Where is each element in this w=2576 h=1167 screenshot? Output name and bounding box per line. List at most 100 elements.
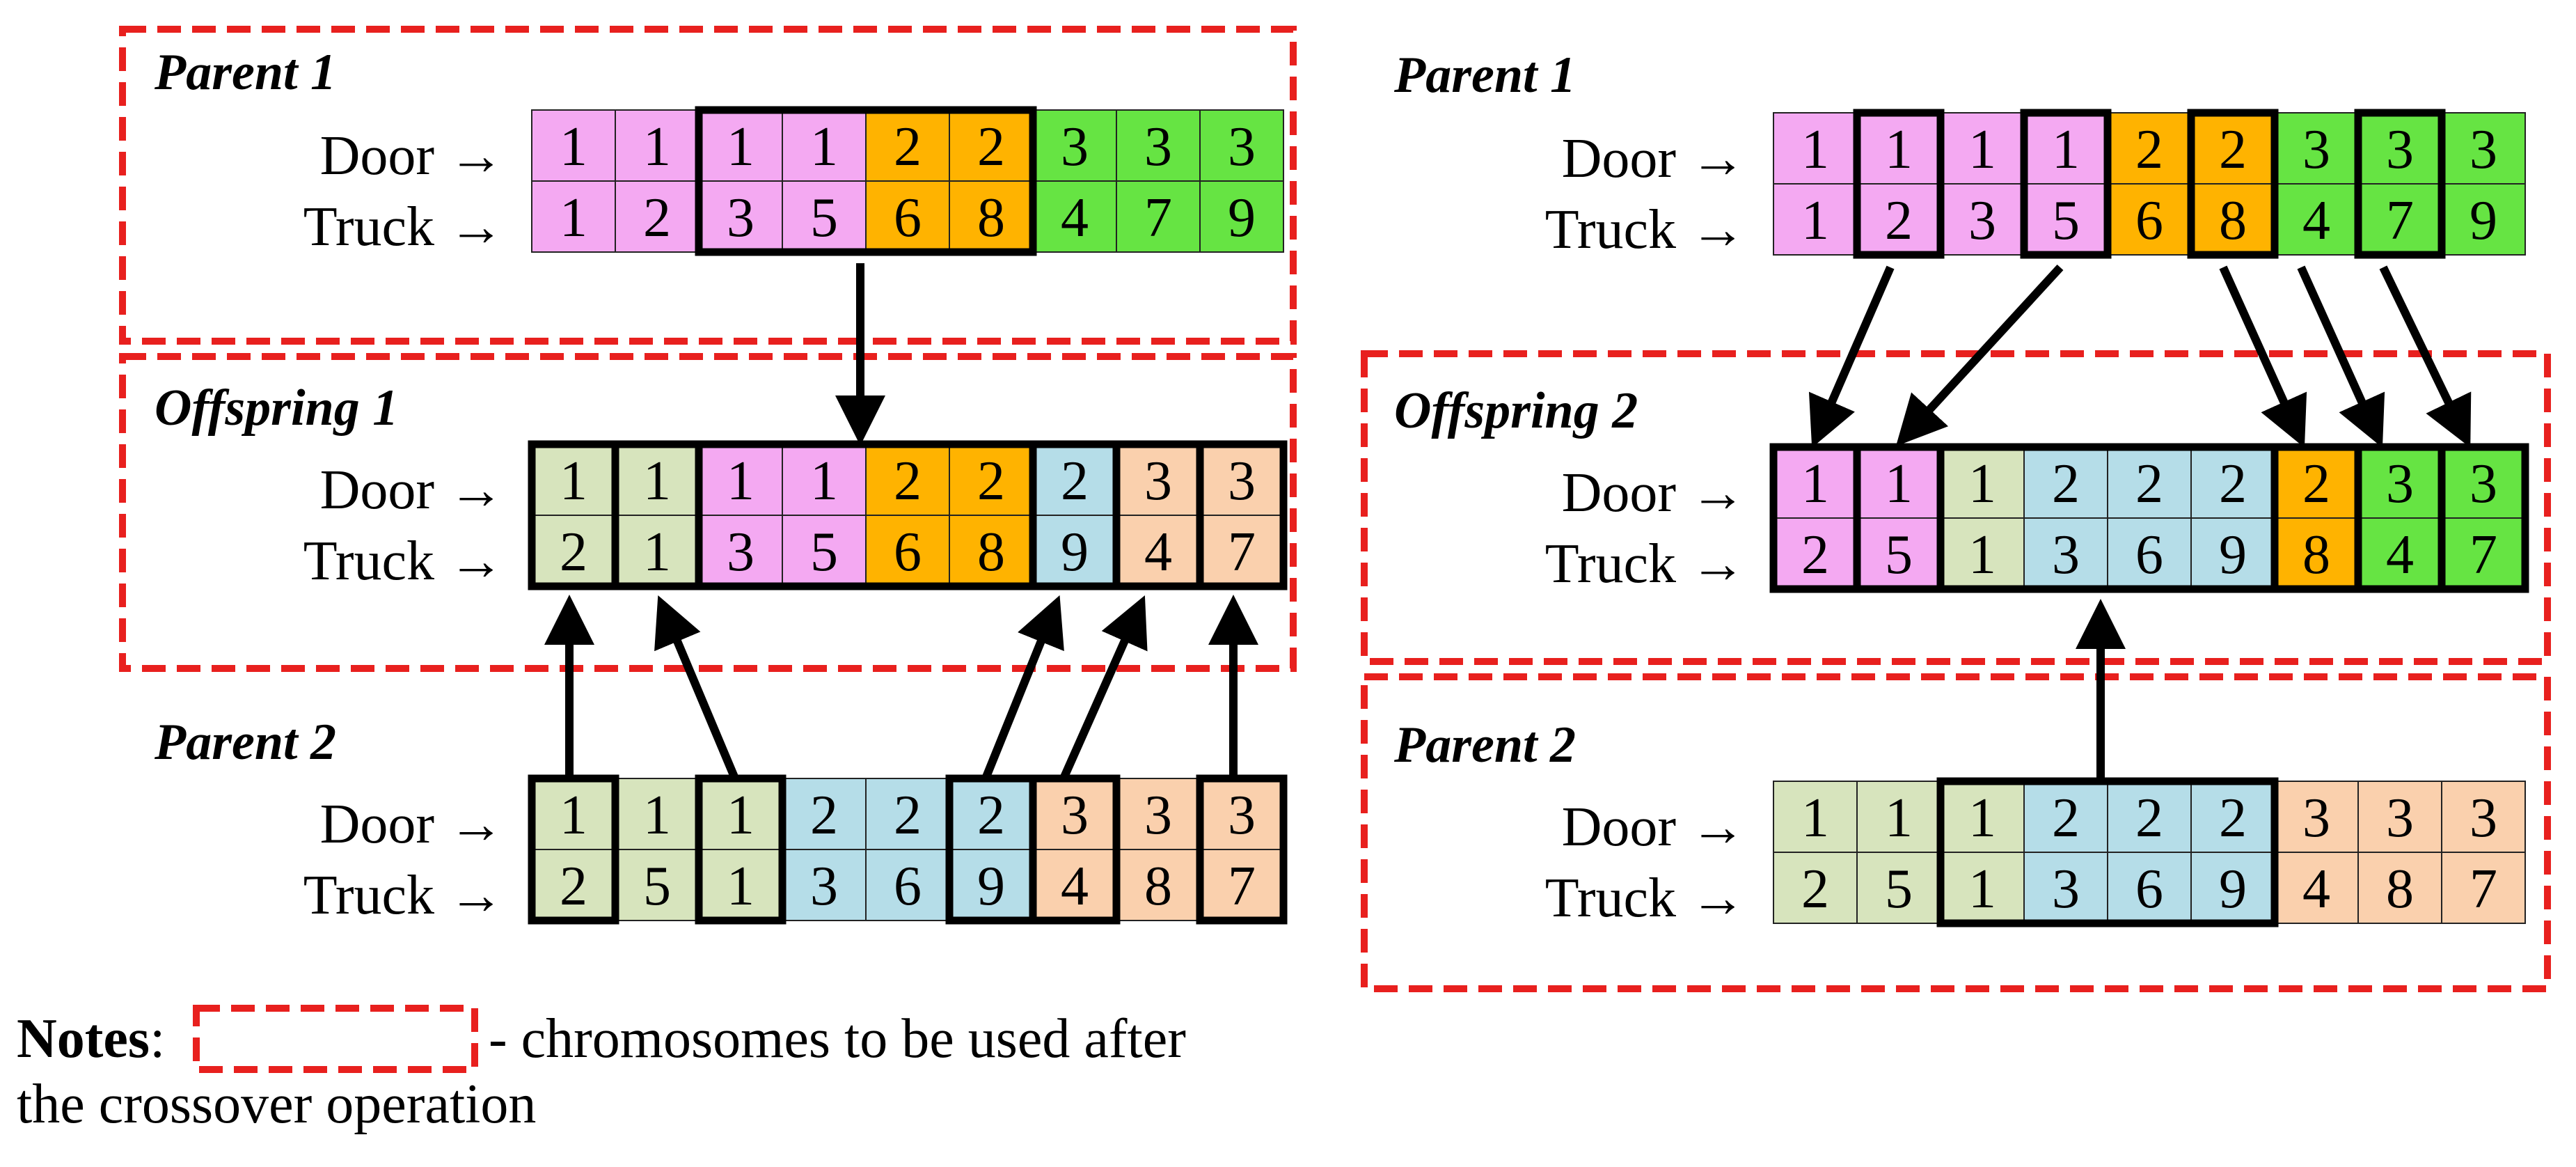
- right-parent1-truck-cell-1: [1773, 183, 1858, 256]
- left-parent2-door-gene-6: 2: [977, 785, 1005, 846]
- left-parent1-door-cell-5: [865, 109, 950, 182]
- right-offspring-truck-cell-3: [1940, 517, 2025, 590]
- right-parent2-truck-cell-5: [2107, 852, 2192, 924]
- left-parent1-door-gene-4: 1: [810, 116, 838, 178]
- left-parent2-truck-gene-7: 4: [1061, 856, 1089, 917]
- right-parent1-door-gene-7: 3: [2302, 119, 2330, 180]
- left-offspring-truck-cell-4: [782, 515, 867, 587]
- right-parent1-door-gene-9: 3: [2470, 119, 2497, 180]
- left-parent1-truck-gene-8: 7: [1144, 187, 1172, 249]
- right-offspring-door-gene-1: 1: [1801, 453, 1829, 515]
- right-parent1-segment-outline-1: [1853, 109, 1945, 259]
- left-parent1-truck-gene-7: 4: [1061, 187, 1089, 249]
- right-parent1-door-gene-8: 3: [2386, 119, 2414, 180]
- right-offspring-truck-cell-6: [2190, 517, 2275, 590]
- left-parent2-door-cell-2: [615, 778, 700, 850]
- left-parent1-door-gene-3: 1: [727, 116, 754, 178]
- right-parent2-truck-cell-2: [1856, 852, 1941, 924]
- right-offspring-truck-gene-5: 6: [2135, 524, 2163, 586]
- selection-box-left-parent1: [119, 26, 1297, 345]
- left-offspring1-door-label: Door →: [320, 460, 504, 521]
- left-offspring-door-gene-6: 2: [977, 451, 1005, 512]
- right-parent1-truck-gene-3: 3: [1968, 190, 1996, 251]
- right-offspring-truck-gene-1: 2: [1801, 524, 1829, 586]
- right-offspring-truck-gene-7: 8: [2302, 524, 2330, 586]
- right-offspring-door-gene-7: 2: [2302, 453, 2330, 515]
- right-parent1-truck-cell-4: [2023, 183, 2108, 256]
- right-parent1-truck-gene-9: 9: [2470, 190, 2497, 251]
- right-parent1-door-gene-2: 1: [1885, 119, 1913, 180]
- notes-label: Notes: [17, 1008, 150, 1070]
- notes-line2: the crossover operation: [17, 1074, 536, 1135]
- right-parent2-door-cell-6: [2190, 781, 2275, 853]
- left-parent2-door-gene-7: 3: [1061, 785, 1089, 846]
- right-offspring-truck-gene-9: 7: [2470, 524, 2497, 586]
- left-parent1-truck-gene-3: 3: [727, 187, 754, 249]
- right-parent2-title: Parent 2: [1393, 716, 1576, 774]
- right-parent2-segment-outline-1: [1936, 777, 2279, 927]
- right-parent1-door-gene-5: 2: [2135, 119, 2163, 180]
- right-parent2-door-cell-8: [2357, 781, 2442, 853]
- left-parent2-truck-cell-8: [1116, 849, 1201, 921]
- left-parent2-door-cell-4: [782, 778, 867, 850]
- right-offspring-truck-gene-6: 9: [2219, 524, 2247, 586]
- right-parent1-truck-gene-8: 7: [2386, 190, 2414, 251]
- left-parent2-truck-gene-8: 8: [1144, 856, 1172, 917]
- left-parent2-truck-gene-6: 9: [977, 856, 1005, 917]
- left-parent2-door-gene-5: 2: [894, 785, 922, 846]
- left-offspring-truck-gene-2: 1: [643, 522, 671, 583]
- right-parent1-truck-gene-1: 1: [1801, 190, 1829, 251]
- left-parent1-truck-cell-7: [1032, 180, 1117, 253]
- left-parent1-door-gene-8: 3: [1144, 116, 1172, 178]
- arrow-right-p1-to-offspring-4: [2297, 265, 2385, 448]
- left-parent1-door-label: Door →: [320, 125, 504, 187]
- left-offspring-truck-gene-8: 4: [1144, 522, 1172, 583]
- left-parent1-door-gene-9: 3: [1228, 116, 1256, 178]
- right-offspring-door-cell-2: [1856, 446, 1941, 519]
- left-parent1-truck-cell-8: [1116, 180, 1201, 253]
- right-offspring-door-gene-2: 1: [1885, 453, 1913, 515]
- right-parent1-truck-cell-9: [2441, 183, 2526, 256]
- left-offspring-truck-gene-4: 5: [810, 522, 838, 583]
- right-parent2-door-gene-4: 2: [2052, 788, 2080, 849]
- right-parent2-door-cell-2: [1856, 781, 1941, 853]
- left-offspring-door-cell-1: [531, 444, 616, 516]
- right-offspring2-door-label: Door →: [1562, 462, 1746, 524]
- right-parent2-truck-gene-6: 9: [2219, 859, 2247, 920]
- right-parent2-truck-gene-2: 5: [1885, 859, 1913, 920]
- left-offspring-door-cell-9: [1199, 444, 1284, 516]
- left-parent1-door-gene-1: 1: [560, 116, 587, 178]
- right-parent1-door-gene-4: 1: [2052, 119, 2080, 180]
- right-offspring-truck-cell-5: [2107, 517, 2192, 590]
- right-parent1-truck-gene-6: 8: [2219, 190, 2247, 251]
- right-offspring-door-cell-6: [2190, 446, 2275, 519]
- left-parent1-title: Parent 1: [154, 44, 336, 101]
- right-offspring-door-gene-8: 3: [2386, 453, 2414, 515]
- arrow-right-p1-to-offspring-1: [1808, 265, 1895, 448]
- left-offspring1-title: Offspring 1: [155, 379, 398, 437]
- right-parent1-door-label: Door →: [1562, 128, 1746, 189]
- right-offspring-door-cell-9: [2441, 446, 2526, 519]
- left-parent1-door-gene-2: 1: [643, 116, 671, 178]
- right-parent1-truck-label: Truck →: [1545, 199, 1746, 260]
- left-parent2-door-gene-4: 2: [810, 785, 838, 846]
- right-parent2-door-cell-9: [2441, 781, 2526, 853]
- left-offspring-truck-gene-3: 3: [727, 522, 754, 583]
- left-offspring-door-gene-1: 1: [560, 451, 587, 512]
- left-parent1-door-gene-5: 2: [894, 116, 922, 178]
- right-offspring-door-gene-5: 2: [2135, 453, 2163, 515]
- left-offspring-segment-outline-6: [1196, 440, 1288, 590]
- left-parent1-truck-cell-2: [615, 180, 700, 253]
- left-parent2-truck-gene-9: 7: [1228, 856, 1256, 917]
- right-offspring-truck-cell-9: [2441, 517, 2526, 590]
- left-parent2-truck-label: Truck →: [303, 865, 504, 926]
- right-offspring-truck-gene-2: 5: [1885, 524, 1913, 586]
- right-parent1-truck-cell-7: [2274, 183, 2359, 256]
- left-parent2-truck-cell-5: [865, 849, 950, 921]
- left-parent2-truck-gene-3: 1: [727, 856, 754, 917]
- left-parent1-door-cell-2: [615, 109, 700, 182]
- left-parent1-truck-gene-4: 5: [810, 187, 838, 249]
